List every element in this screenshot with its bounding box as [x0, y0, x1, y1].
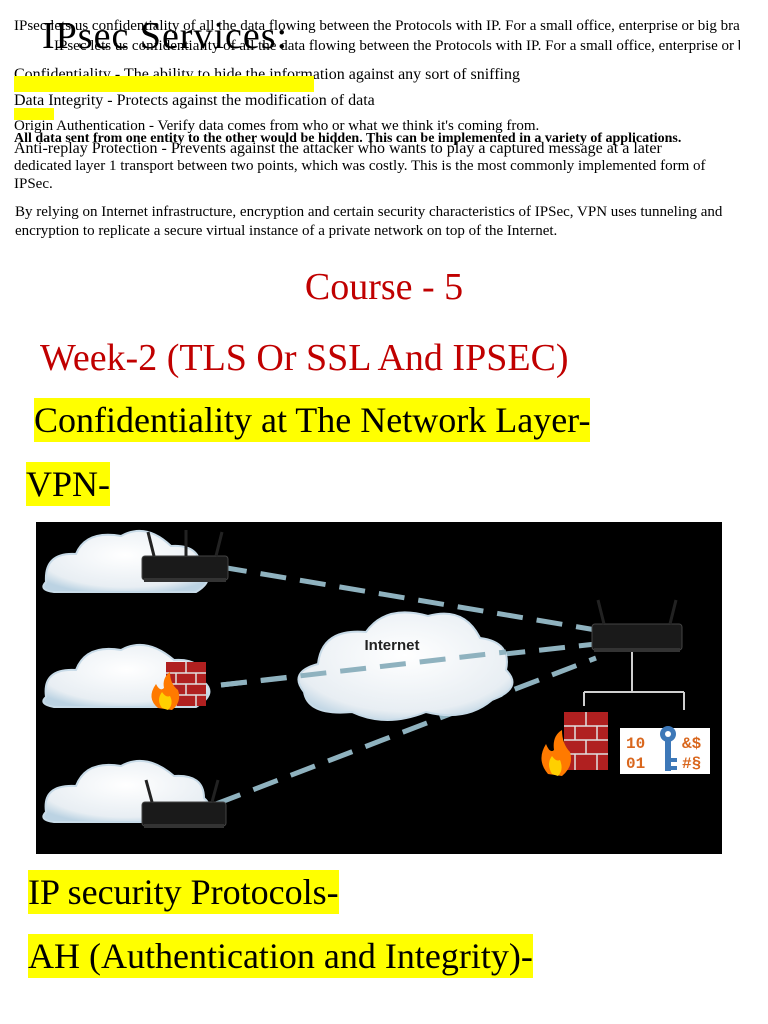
key-sym-1: &$	[682, 735, 701, 753]
router-icon	[591, 599, 683, 652]
router-icon	[141, 530, 229, 582]
firewall-icon	[151, 662, 206, 710]
overlap-line: IPSec.	[14, 176, 53, 192]
overlap-line: IPsec lets us confidentiality of all the…	[54, 38, 740, 54]
overlap-title: IPsec Services:	[42, 15, 289, 57]
overlap-line: Data Integrity - Protects against the mo…	[14, 92, 375, 109]
key-code-1: 10	[626, 735, 645, 753]
overlap-highlight	[14, 76, 314, 92]
overlapping-text-region: IPsec lets us confidentiality of all the…	[14, 14, 740, 194]
heading-vpn: VPN-	[26, 462, 111, 506]
vpn-tunnel-line	[220, 649, 507, 688]
heading-ip-security-protocols: IP security Protocols-	[28, 870, 339, 914]
course-title: Course - 5	[304, 266, 464, 308]
firewall-icon	[541, 712, 608, 776]
heading-confidentiality: Confidentiality at The Network Layer-	[34, 398, 591, 442]
overlap-line: Origin Authentication - Verify data come…	[14, 118, 540, 134]
key-sym-2: #§	[682, 755, 701, 773]
encryption-key-icon: 10 01 &$ #§	[620, 726, 710, 774]
vpn-paragraph: By relying on Internet infrastructure, e…	[15, 204, 723, 239]
overlap-line: IPsec lets us confidentiality of all the…	[14, 18, 740, 34]
overlap-line: All data sent from one entity to the oth…	[14, 131, 682, 146]
internet-cloud-icon: Internet	[297, 611, 514, 721]
overlap-highlight	[14, 108, 54, 120]
overlap-line: Anti-replay Protection - Prevents agains…	[14, 140, 662, 157]
week-title: Week-2 (TLS Or SSL And IPSEC)	[40, 337, 569, 379]
heading-ah: AH (Authentication and Integrity)-	[28, 934, 533, 978]
overlap-line: dedicated layer 1 transport between two …	[14, 158, 706, 174]
vpn-diagram: Internet	[36, 522, 722, 854]
router-icon	[141, 779, 227, 828]
key-code-2: 01	[626, 755, 645, 773]
internet-label: Internet	[364, 637, 419, 654]
network-tree-lines	[583, 652, 685, 710]
